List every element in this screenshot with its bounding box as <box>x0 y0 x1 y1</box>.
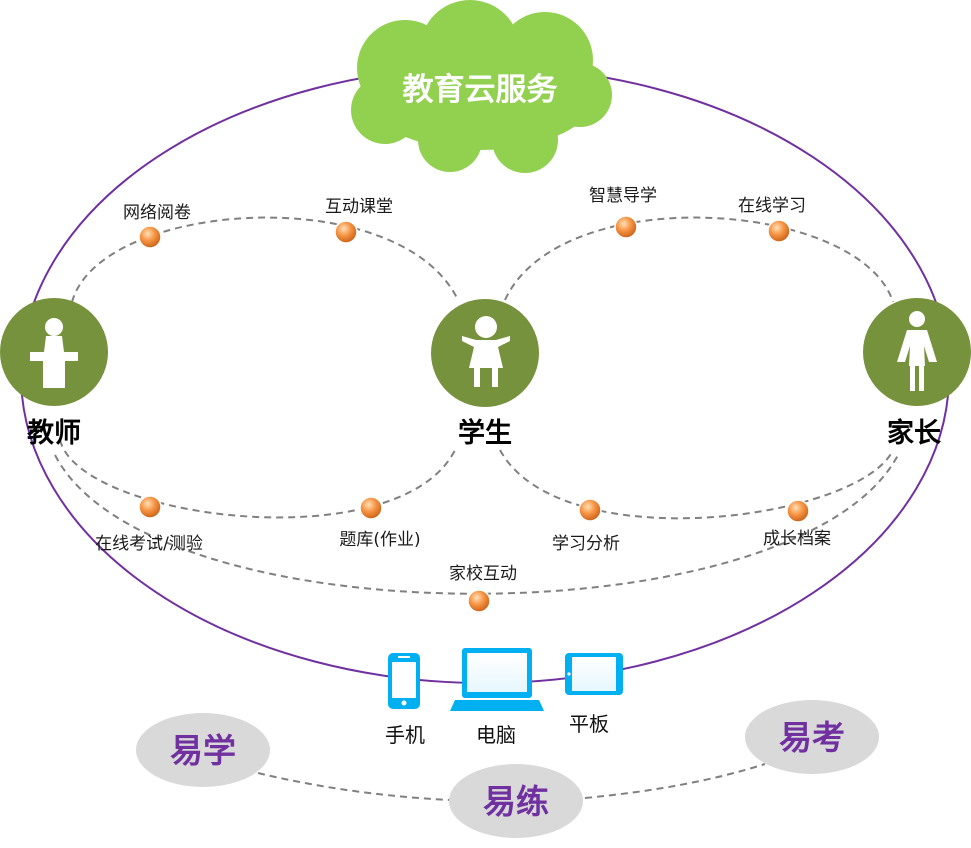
feature-label: 题库(作业) <box>339 530 420 550</box>
feature-node <box>334 220 358 244</box>
feature-online-marking[interactable]: 网络阅卷 <box>123 203 191 249</box>
feature-node <box>767 219 791 243</box>
device-computer[interactable]: 电脑 <box>450 648 544 747</box>
device-phone[interactable]: 手机 <box>385 653 425 747</box>
device-label: 平板 <box>569 712 609 736</box>
easy-exam[interactable]: 易考 <box>745 700 879 774</box>
feature-node <box>359 496 383 520</box>
role-teacher[interactable] <box>0 298 108 406</box>
feature-label: 学习分析 <box>552 534 620 554</box>
feature-question-bank[interactable]: 题库(作业) <box>339 496 421 550</box>
feature-smart-guidance[interactable]: 智慧导学 <box>589 186 657 239</box>
role-parent[interactable] <box>863 298 971 406</box>
feature-label: 在线考试/测验 <box>95 534 203 554</box>
feature-online-learning[interactable]: 在线学习 <box>738 196 806 243</box>
device-label: 手机 <box>385 723 425 747</box>
feature-learning-analysis[interactable]: 学习分析 <box>552 498 620 554</box>
device-label: 电脑 <box>476 723 516 747</box>
feature-node <box>138 495 162 519</box>
cloud-shape <box>351 0 612 173</box>
laptop-icon <box>450 648 544 711</box>
easy-exam-label: 易考 <box>779 718 845 757</box>
easy-learn[interactable]: 易学 <box>136 713 270 787</box>
easy-practice-label: 易练 <box>483 782 549 821</box>
feature-label: 在线学习 <box>738 196 806 216</box>
feature-label: 成长档案 <box>763 529 831 549</box>
feature-node <box>138 225 162 249</box>
feature-interactive-class[interactable]: 互动课堂 <box>325 197 393 244</box>
feature-node <box>467 589 491 613</box>
woman-icon <box>897 311 937 391</box>
role-student[interactable] <box>431 299 539 407</box>
feature-label: 智慧导学 <box>589 186 657 206</box>
phone-icon <box>388 653 420 709</box>
feature-growth-archive[interactable]: 成长档案 <box>763 499 831 549</box>
feature-node <box>786 499 810 523</box>
feature-online-exam[interactable]: 在线考试/测验 <box>95 495 203 554</box>
role-parent-label: 家长 <box>887 417 942 449</box>
role-teacher-label: 教师 <box>27 418 81 449</box>
child-icon <box>462 316 510 387</box>
teacher-student-lower-path <box>59 439 456 519</box>
easy-link-left <box>257 772 451 801</box>
device-tablet[interactable]: 平板 <box>565 653 623 736</box>
service-title: 教育云服务 <box>403 72 558 108</box>
student-parent-upper-path <box>504 216 894 303</box>
teacher-student-upper-path <box>71 216 459 303</box>
feature-node <box>614 215 638 239</box>
role-student-label: 学生 <box>458 417 512 449</box>
easy-learn-label: 易学 <box>170 731 236 770</box>
feature-node <box>578 498 602 522</box>
teacher-at-podium-icon <box>30 318 78 388</box>
feature-label: 网络阅卷 <box>123 203 191 223</box>
feature-label: 家校互动 <box>449 564 517 584</box>
tablet-icon <box>565 653 623 695</box>
feature-home-school[interactable]: 家校互动 <box>449 564 517 613</box>
student-parent-lower-path <box>499 449 894 520</box>
easy-practice[interactable]: 易练 <box>449 764 583 838</box>
easy-link-right <box>584 763 766 799</box>
feature-label: 互动课堂 <box>325 197 393 217</box>
